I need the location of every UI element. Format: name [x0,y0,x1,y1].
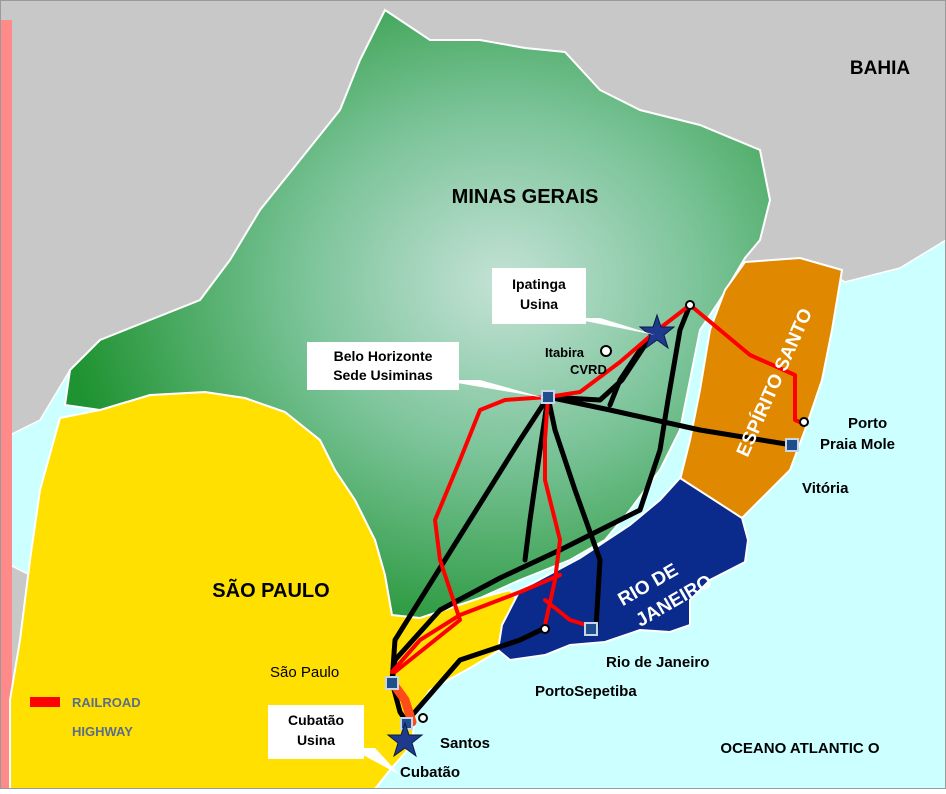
railroad-ipatinga-vitoria [688,303,804,425]
railroad-rj-sp [390,573,562,674]
star-ipatinga-icon [638,313,676,350]
callout-bh-line1: Belo Horizonte [334,348,433,364]
callout-bh-box [307,342,459,390]
callout-ipatinga-box [492,268,586,324]
node-itabira [600,345,612,357]
port-nodes [418,300,809,723]
pointer-bh [440,380,545,398]
label-rio-de-janeiro-city: Rio de Janeiro [606,654,709,671]
state-espirito-santo [678,256,844,520]
callout-ipatinga: Ipatinga Usina [492,268,586,324]
legend-railroad-label: RAILROAD [72,695,141,710]
label-porto: Porto [848,415,887,432]
legend: RAILROAD HIGHWAY [30,695,141,739]
callout-cubatao-box [268,705,364,759]
pointer-ipatinga [570,318,655,335]
highway-bh-rio [545,394,603,631]
node-porto-praia-mole [799,417,809,427]
label-sao-paulo: SÃO PAULO [212,579,329,602]
highway-bh-rj-mid [522,394,551,563]
node-vitoria [785,438,799,452]
label-cubatao-city: Cubatão [400,764,460,781]
legend-railroad-swatch [30,697,60,707]
node-north [685,300,695,310]
highway-bh-vitoria [545,394,795,448]
highway-ipatinga-south [557,302,693,553]
callout-cubatao: Cubatão Usina [268,705,364,759]
label-bahia: BAHIA [850,58,910,79]
callout-cubatao-line2: Usina [297,732,335,748]
callout-belo-horizonte: Belo Horizonte Sede Usiminas [307,342,459,390]
label-itabira: Itabira [545,345,585,360]
railroad-network [390,303,804,674]
label-vitoria: Vitória [802,480,849,497]
callout-ipatinga-line2: Usina [520,296,558,312]
label-cvrd: CVRD [570,362,607,377]
callout-ipatinga-line1: Ipatinga [512,276,566,292]
label-praia-mole: Praia Mole [820,436,895,453]
callout-bh-line2: Sede Usiminas [333,367,433,383]
node-santos [418,713,428,723]
railroad-bh-ipatinga [546,303,692,399]
city-square-nodes [385,390,799,730]
state-minas-gerais [63,8,772,620]
highway-bh-sao-paulo [389,394,551,685]
highway-coast [405,625,548,723]
star-cubatao-icon [386,721,424,758]
node-belo-horizonte [541,390,555,404]
left-edge-strip [0,20,12,789]
legend-highway-label: HIGHWAY [72,724,133,739]
railroad-bh-west-sp [393,395,550,674]
node-sao-paulo [385,676,399,690]
node-sepetiba [540,624,550,634]
callout-cubatao-line1: Cubatão [288,712,344,728]
label-sao-paulo-city: São Paulo [270,664,339,681]
label-santos: Santos [440,735,490,752]
highway-network [389,302,795,727]
label-minas-gerais: MINAS GERAIS [452,186,599,208]
label-porto-sepetiba: PortoSepetiba [535,683,637,700]
node-rio-de-janeiro [584,622,598,636]
label-ocean: OCEANO ATLANTIC O [720,740,879,757]
railroad-bh-sepetiba [543,395,562,627]
